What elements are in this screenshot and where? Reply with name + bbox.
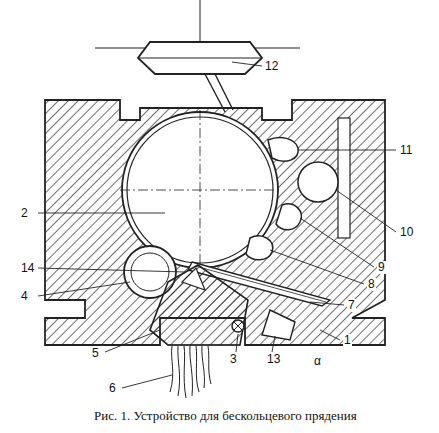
callout-number: 1 — [343, 334, 352, 347]
callout-number: 9 — [377, 261, 386, 274]
callout-number: 11 — [399, 144, 413, 157]
callout-number: 3 — [229, 353, 238, 366]
callout-number: 2 — [20, 207, 29, 220]
callout-number: 6 — [108, 382, 117, 395]
callout-number: 10 — [399, 226, 414, 239]
callout-number: 13 — [266, 353, 281, 366]
callout-number: 4 — [20, 290, 29, 303]
callout-number: 8 — [367, 278, 376, 291]
callout-number: 5 — [91, 347, 100, 360]
figure-caption: Рис. 1. Устройство для бескольцевого пря… — [94, 408, 357, 424]
callout-number: 12 — [264, 60, 279, 73]
callout-number: 14 — [20, 262, 35, 275]
callout-number: 7 — [347, 299, 356, 312]
callout-number: α — [313, 355, 322, 368]
